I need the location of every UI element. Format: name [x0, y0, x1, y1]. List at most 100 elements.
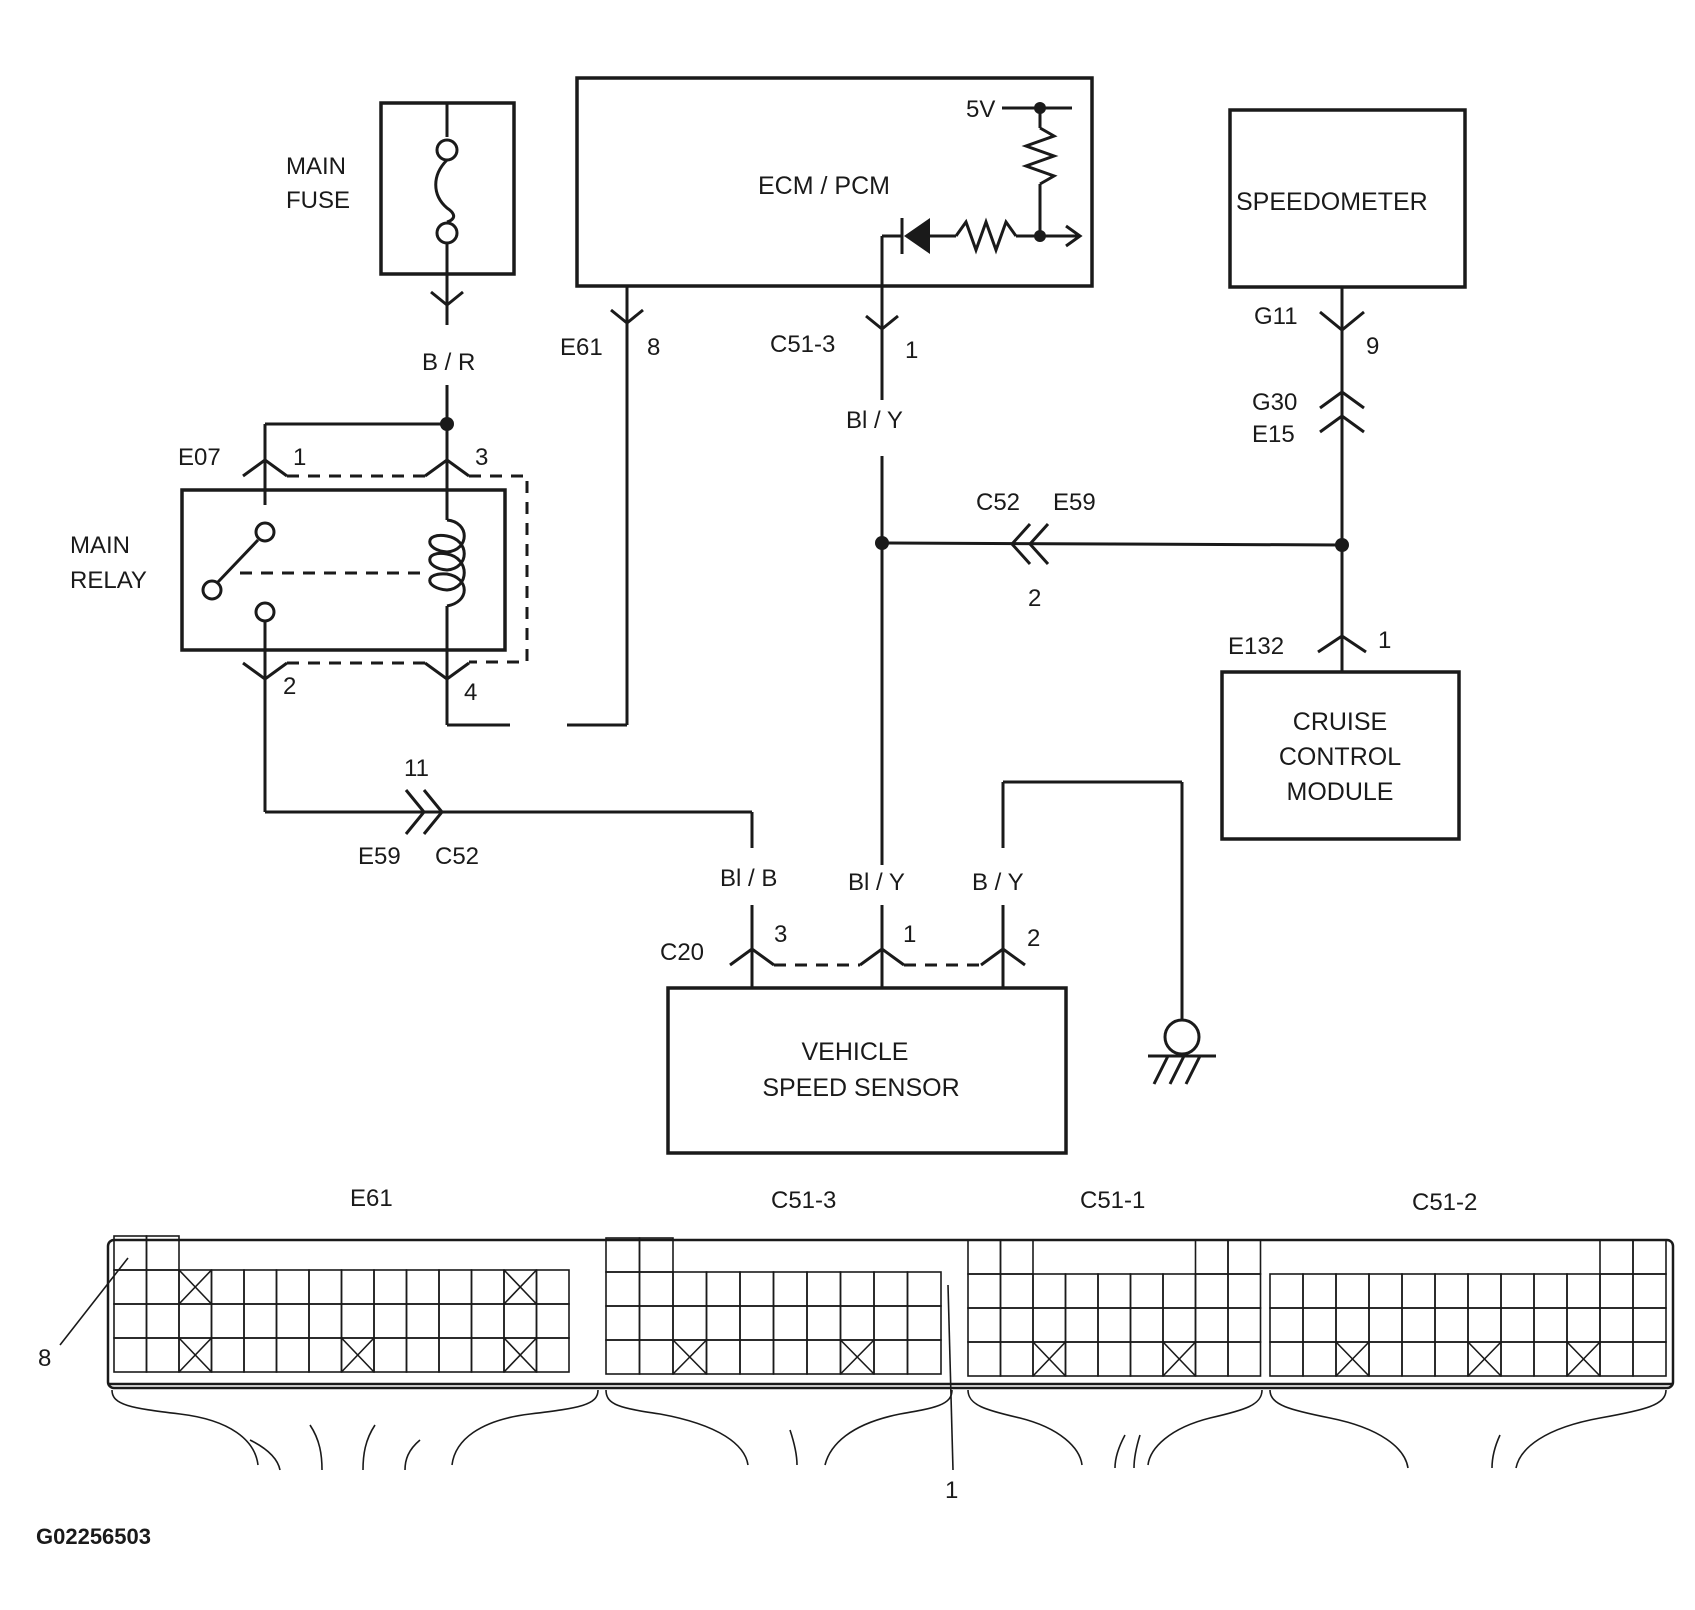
pin-11-label: 11	[404, 755, 429, 782]
connector-c512-label: C51-2	[1412, 1189, 1477, 1216]
connector-pin	[1368, 1273, 1403, 1309]
sensor-pin2-connector-icon	[980, 947, 1026, 967]
connector-pin	[438, 1337, 473, 1373]
connector-pin	[1533, 1273, 1568, 1309]
connector-pin	[1064, 1273, 1099, 1309]
relay-pin4-connector-icon	[424, 661, 470, 681]
connector-pin	[1129, 1341, 1164, 1377]
main-relay-label-2: RELAY	[70, 567, 147, 594]
connector-pin	[1599, 1307, 1634, 1343]
connector-pin	[535, 1337, 570, 1373]
callout-1-label: 1	[945, 1477, 958, 1504]
connector-pin	[1129, 1307, 1164, 1343]
sensor-pin1-connector-icon	[859, 947, 905, 967]
connector-pin	[1194, 1239, 1229, 1275]
g30-connector-icon	[1319, 390, 1365, 410]
connector-pin	[1064, 1307, 1099, 1343]
connector-pin	[906, 1271, 942, 1307]
connector-pin	[1467, 1273, 1502, 1309]
connector-pin	[438, 1269, 473, 1305]
connector-c511-grid	[967, 1239, 1262, 1377]
connector-pin	[1632, 1307, 1667, 1343]
connector-pin	[113, 1337, 148, 1373]
connector-pin	[1434, 1273, 1469, 1309]
connector-pin	[739, 1339, 775, 1375]
cruise-control-module: E132 1 CRUISE CONTROL MODULE	[1220, 627, 1461, 841]
main-relay: E07 1 3 MAIN RELAY 2 4	[70, 385, 529, 727]
connector-pin	[210, 1337, 245, 1373]
connector-pin	[113, 1269, 148, 1305]
connector-pin	[1269, 1307, 1304, 1343]
relay-to-sensor-wire: 11 E59 C52	[263, 665, 754, 870]
connector-pin	[705, 1339, 741, 1375]
connector-pin	[1227, 1341, 1262, 1377]
connector-pin	[1302, 1341, 1337, 1377]
connector-pin	[1032, 1273, 1067, 1309]
connector-pin	[1632, 1341, 1667, 1377]
connector-pin	[405, 1303, 440, 1339]
connector-c513-grid	[605, 1237, 942, 1375]
connector-pin	[1064, 1341, 1099, 1377]
sensor-label-2: SPEED SENSOR	[762, 1074, 959, 1102]
connector-pin	[806, 1271, 842, 1307]
e59-top-label: E59	[1053, 489, 1096, 516]
connector-c513-label: C51-3	[771, 1187, 836, 1214]
e132-connector-icon	[1317, 634, 1367, 654]
sensor-label-1: VEHICLE	[802, 1038, 909, 1066]
diode-icon	[904, 218, 930, 254]
connector-pin	[1162, 1273, 1197, 1309]
connector-pin	[1368, 1341, 1403, 1377]
connector-pin	[739, 1305, 775, 1341]
connector-pin	[638, 1237, 674, 1273]
connector-pin	[873, 1305, 909, 1341]
connector-pin	[806, 1339, 842, 1375]
main-fuse-label-2: FUSE	[286, 187, 350, 214]
ecm-pin-c513-wire: C51-3 1 Bl / Y	[770, 286, 918, 865]
connector-pin	[1632, 1273, 1667, 1309]
sensor-pin2-label: 2	[1027, 925, 1040, 952]
connector-pin	[503, 1303, 538, 1339]
connector-pin	[1632, 1239, 1667, 1275]
g30-label: G30	[1252, 389, 1297, 416]
connector-pin	[1269, 1341, 1304, 1377]
connector-pin	[999, 1341, 1034, 1377]
pullup-resistor-icon	[1021, 126, 1059, 186]
relay-pin3-label: 3	[475, 444, 488, 471]
wire-by-label: B / Y	[972, 869, 1024, 896]
connector-pin	[1566, 1307, 1601, 1343]
connector-pin	[243, 1337, 278, 1373]
e59-bottom-label: E59	[358, 843, 401, 870]
connector-pin	[705, 1271, 741, 1307]
vehicle-speed-sensor: Bl / B Bl / Y B / Y C20 3 1 2 VEHICLE SP…	[660, 865, 1068, 1155]
connector-pin	[340, 1303, 375, 1339]
c20-label: C20	[660, 939, 704, 966]
connector-pin	[1227, 1273, 1262, 1309]
connector-pin	[405, 1337, 440, 1373]
connector-pin	[672, 1271, 708, 1307]
ecm-pcm: ECM / PCM 5V	[575, 76, 1094, 288]
connector-pin	[999, 1239, 1034, 1275]
connector-pin	[1227, 1307, 1262, 1343]
connector-pin	[535, 1303, 570, 1339]
cruise-label-3: MODULE	[1287, 778, 1394, 806]
connector-pin	[1401, 1341, 1436, 1377]
connector-pin	[772, 1305, 808, 1341]
connector-pin	[1194, 1307, 1229, 1343]
cruise-label-1: CRUISE	[1293, 708, 1387, 736]
connector-pin	[275, 1269, 310, 1305]
connector-pin	[1097, 1273, 1132, 1309]
connector-c512-grid	[1269, 1239, 1667, 1377]
connector-pin	[772, 1339, 808, 1375]
connector-e61-grid	[113, 1235, 570, 1373]
connector-pin	[638, 1339, 674, 1375]
connector-pin	[906, 1339, 942, 1375]
g11-pin-label: 9	[1366, 333, 1379, 360]
connector-pin	[470, 1269, 505, 1305]
connector-pin	[672, 1305, 708, 1341]
connector-pin	[638, 1271, 674, 1307]
connector-pin	[1335, 1307, 1370, 1343]
relay-pin2-label: 2	[283, 673, 296, 700]
connector-pin	[1401, 1307, 1436, 1343]
ground-wire	[1001, 780, 1216, 1085]
